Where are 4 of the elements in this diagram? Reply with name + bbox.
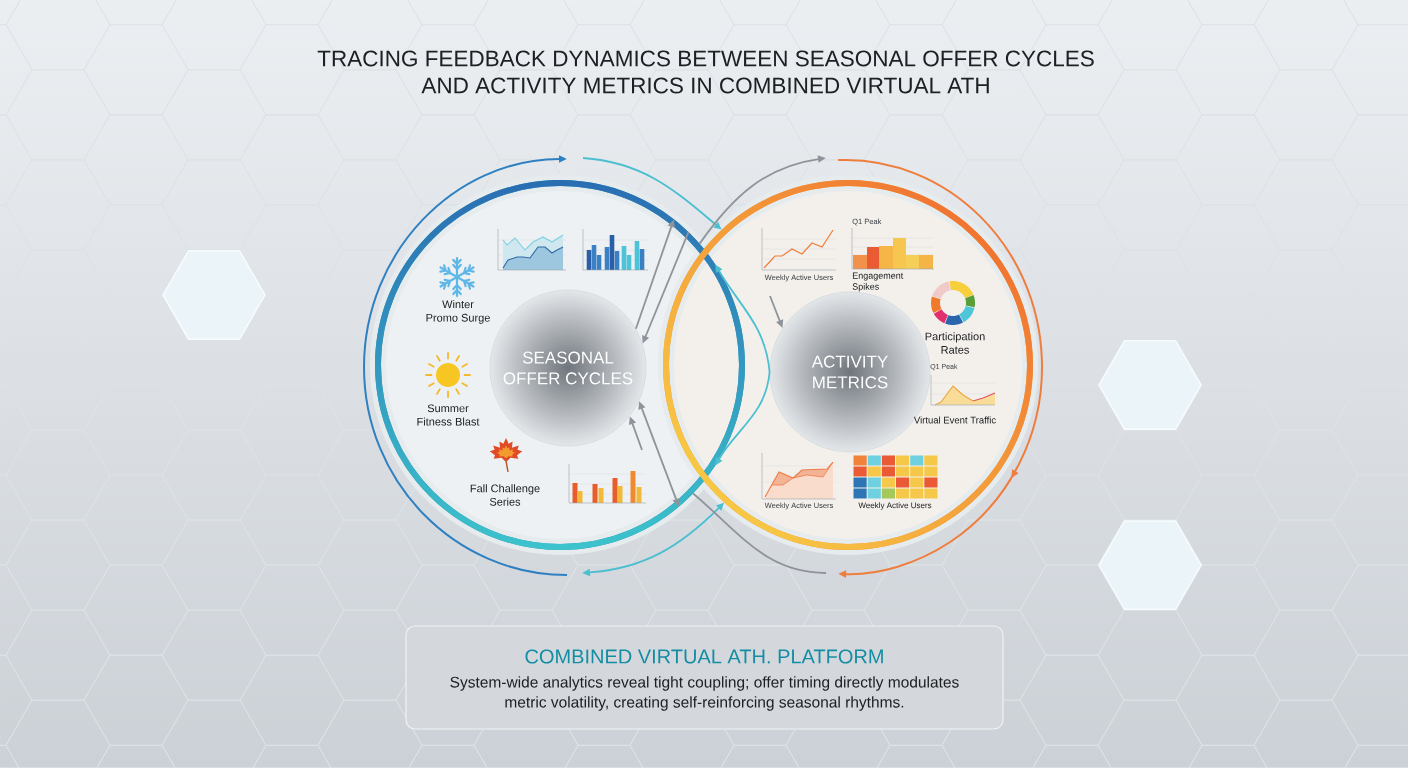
panel-text: System-wide analytics reveal tight coupling; offer timing directly modulates metric volatility, creating self-reinforcing seasonal rhythms. [450, 676, 959, 711]
info-panel [405, 625, 1004, 730]
title: TRACING FEEDBACK DYNAMICS BETWEEN SEASONAL OFFER CYCLES AND ACTIVITY METRICS IN COMBINED VIRTUAL ATH [317, 50, 1094, 94]
panel-heading: COMBINED VIRTUAL ATH. PLATFORM [525, 649, 883, 664]
